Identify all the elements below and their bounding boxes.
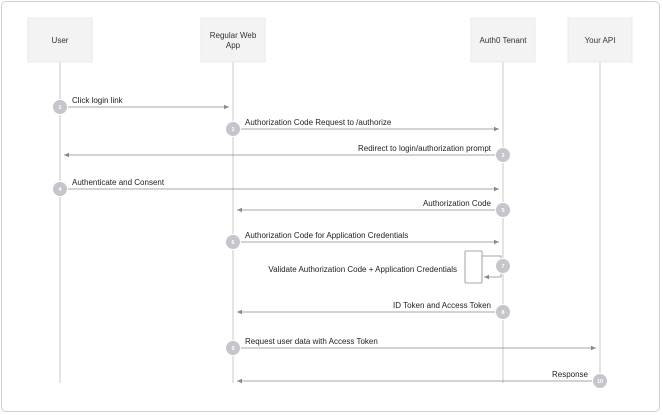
- message-3: Redirect to login/authorization prompt 3: [64, 144, 511, 163]
- step-number: 9: [231, 346, 234, 352]
- message-label: Authenticate and Consent: [72, 178, 165, 187]
- actor-box-user: [27, 17, 93, 63]
- activation-box: [464, 250, 483, 284]
- step-number: 7: [501, 264, 504, 270]
- message-label: Request user data with Access Token: [245, 337, 378, 346]
- message-9: Request user data with Access Token 9: [225, 337, 596, 356]
- step-badge: [495, 304, 511, 320]
- step-number: 1: [58, 105, 61, 111]
- message-7: Validate Authorization Code + Applicatio…: [268, 250, 511, 284]
- message-label: Authorization Code Request to /authorize: [245, 118, 392, 127]
- message-label: Authorization Code: [423, 199, 492, 208]
- step-number: 2: [231, 127, 234, 133]
- step-badge: [495, 258, 511, 274]
- step-badge: [52, 99, 68, 115]
- message-label: ID Token and Access Token: [393, 301, 491, 310]
- step-number: 5: [501, 208, 504, 214]
- message-8: ID Token and Access Token 8: [237, 301, 511, 320]
- step-badge: [592, 373, 608, 389]
- step-badge: [495, 202, 511, 218]
- step-number: 3: [501, 153, 504, 159]
- actor-box-tenant: [470, 17, 536, 63]
- actor-label-api: Your API: [585, 36, 616, 45]
- step-badge: [52, 181, 68, 197]
- message-label: Click login link: [72, 96, 124, 105]
- message-label: Authorization Code for Application Crede…: [245, 231, 408, 240]
- step-badge: [225, 121, 241, 137]
- step-number: 10: [597, 379, 603, 385]
- message-label: Validate Authorization Code + Applicatio…: [268, 265, 457, 274]
- step-number: 6: [231, 240, 234, 246]
- actor-box-api: [567, 17, 633, 63]
- step-number: 4: [58, 187, 62, 193]
- step-badge: [225, 340, 241, 356]
- actor-box-webapp: [200, 17, 266, 63]
- actor-tenant: Auth0 Tenant: [470, 17, 536, 63]
- actor-label-user: User: [52, 36, 69, 45]
- actor-api: Your API: [567, 17, 633, 63]
- actor-label-tenant: Auth0 Tenant: [479, 36, 527, 45]
- message-4: Authenticate and Consent 4: [52, 178, 499, 197]
- message-label: Response: [552, 370, 589, 379]
- message-1: Click login link 1: [52, 96, 229, 115]
- message-6: Authorization Code for Application Crede…: [225, 231, 499, 250]
- step-badge: [225, 234, 241, 250]
- message-5: Authorization Code 5: [237, 199, 511, 218]
- message-label: Redirect to login/authorization prompt: [358, 144, 492, 153]
- message-10: Response 10: [237, 370, 608, 389]
- step-number: 8: [501, 310, 504, 316]
- actor-label-webapp: Regular Web: [210, 31, 257, 40]
- actor-label-webapp: App: [226, 41, 241, 50]
- step-badge: [495, 147, 511, 163]
- message-2: Authorization Code Request to /authorize…: [225, 118, 499, 137]
- actor-user: User: [27, 17, 93, 63]
